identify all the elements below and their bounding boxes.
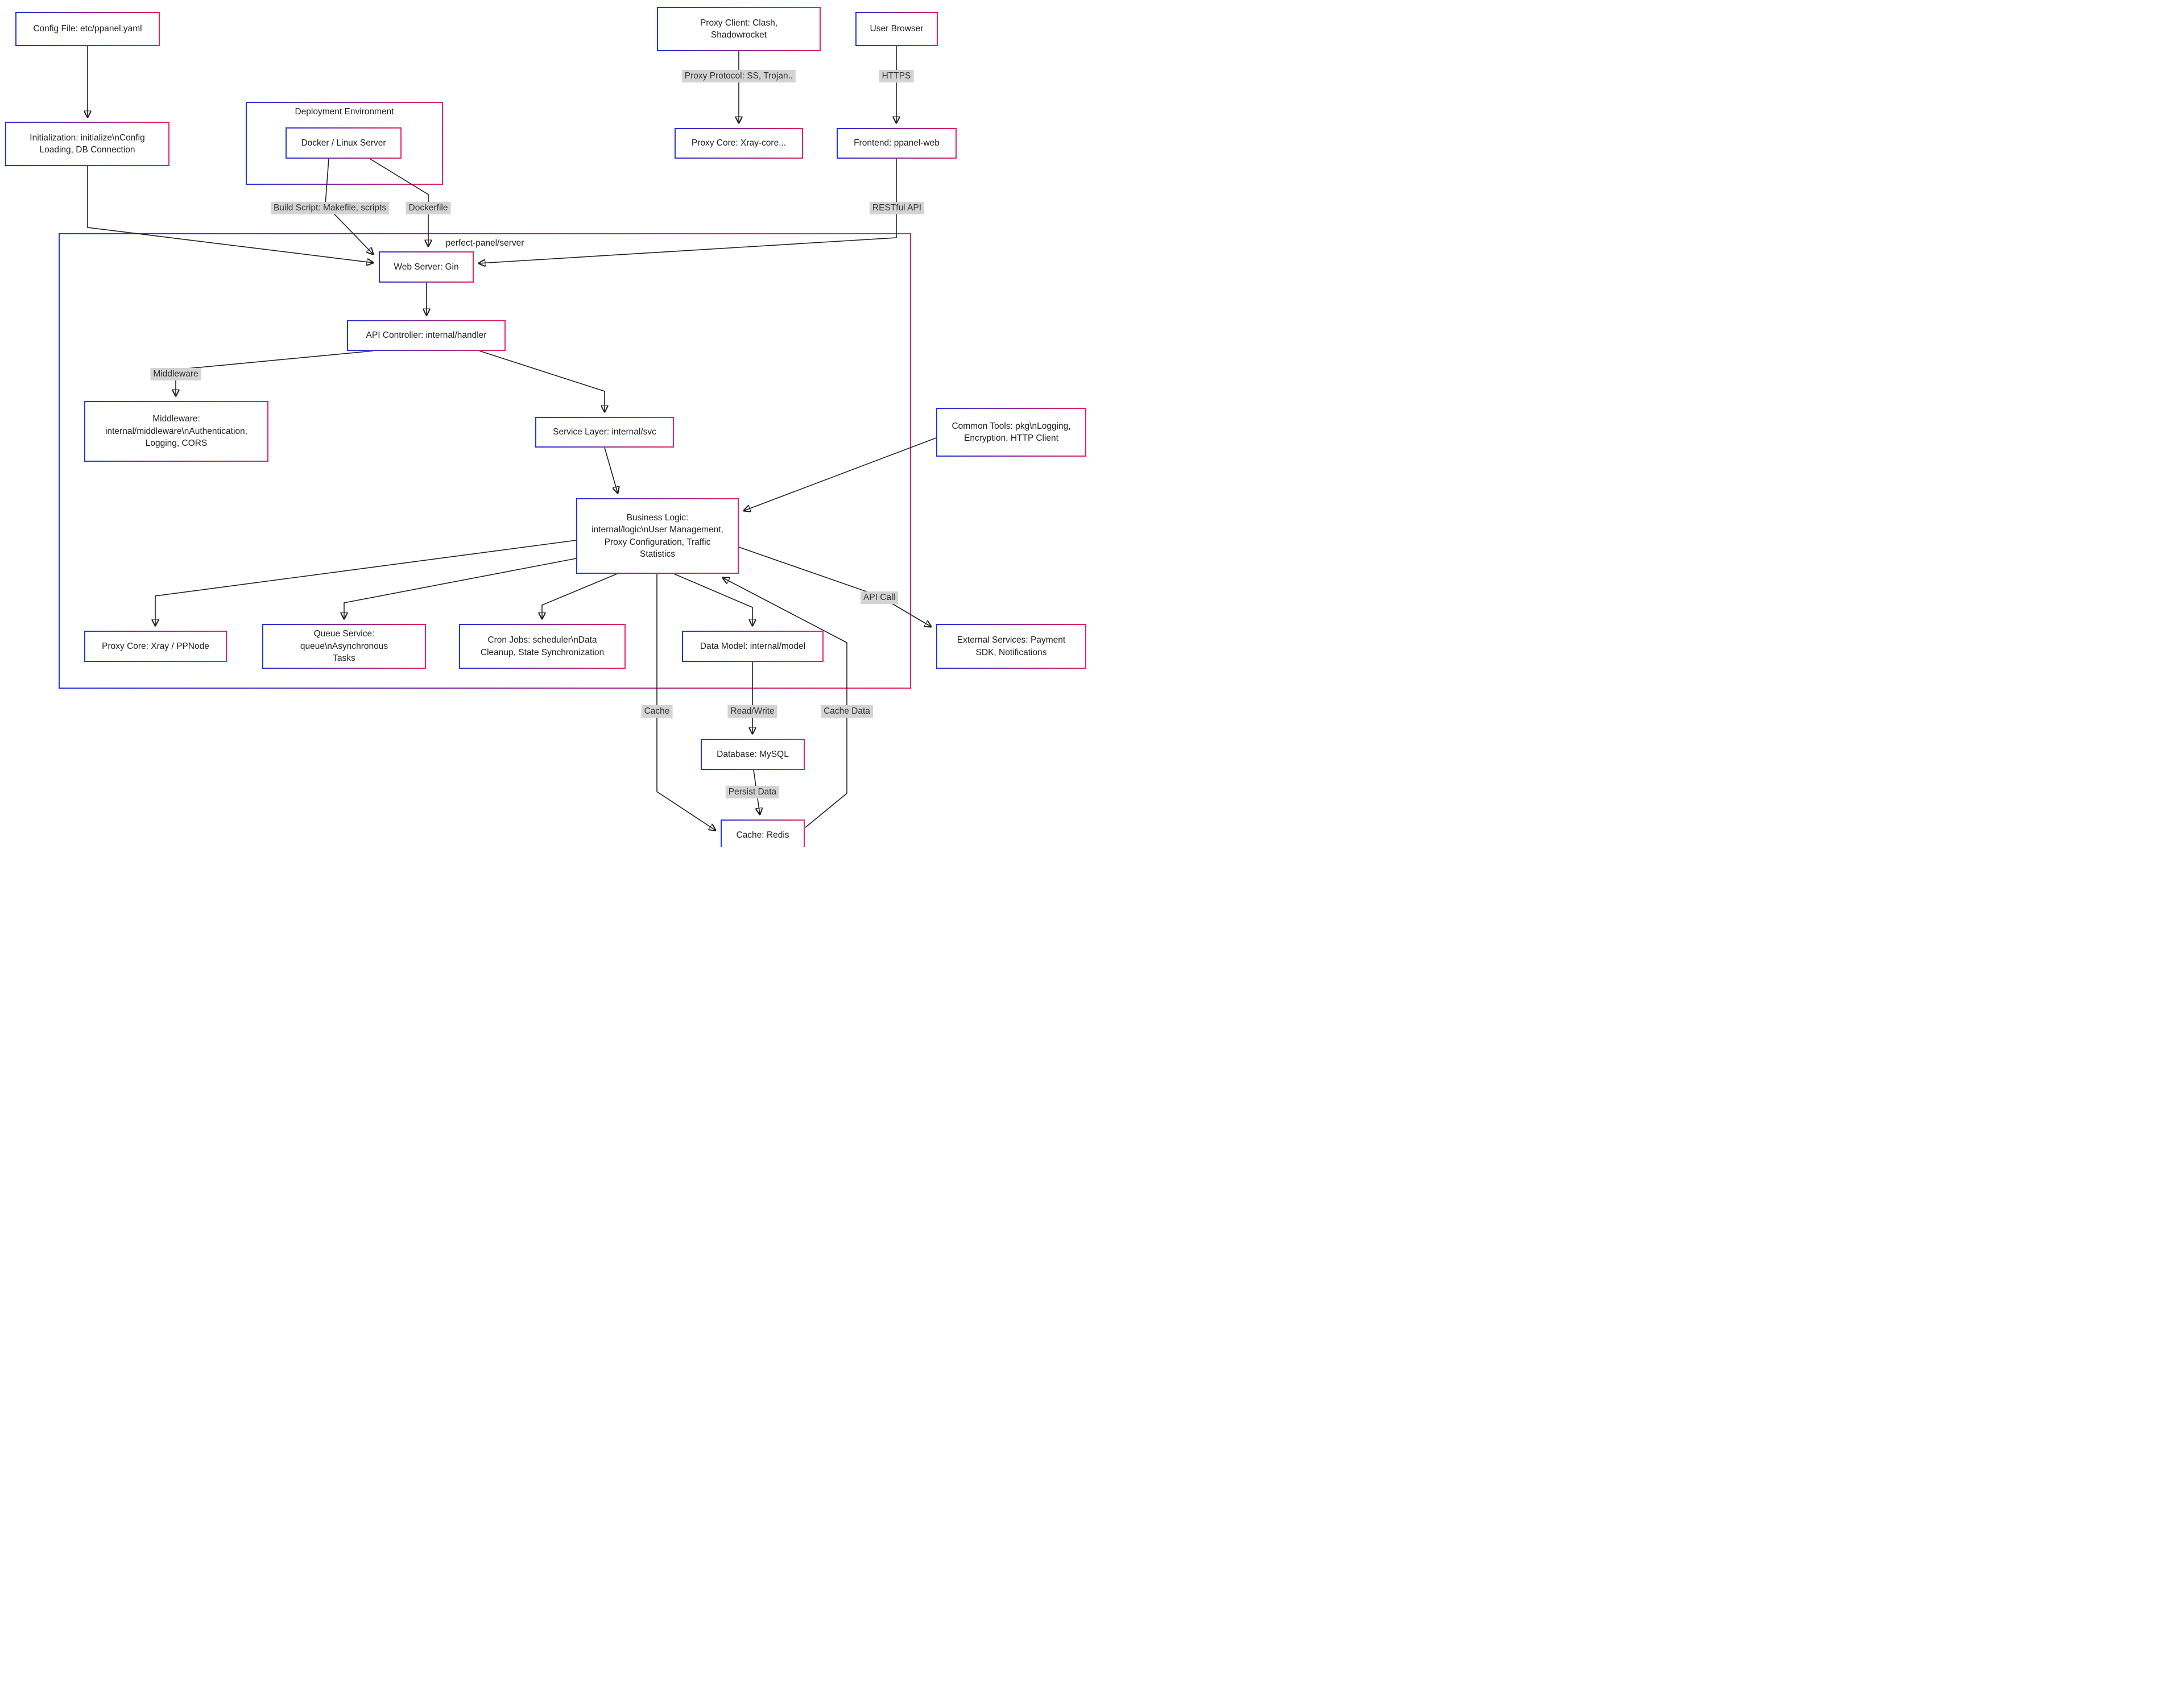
node-middleware-label: Middleware: internal/middleware\nAuthent… (85, 402, 267, 461)
node-cache-label: Cache: Redis (722, 821, 804, 847)
node-initialization: Initialization: initialize\nConfig Loadi… (5, 122, 169, 166)
node-api-controller: API Controller: internal/handler (347, 320, 506, 351)
edge-label-proxy-protocol: Proxy Protocol: SS, Trojan.. (681, 70, 796, 83)
node-proxy-core-node: Proxy Core: Xray / PPNode (84, 631, 227, 662)
node-user-browser-label: User Browser (857, 13, 937, 45)
node-service-layer-label: Service Layer: internal/svc (536, 418, 673, 446)
node-user-browser: User Browser (855, 12, 938, 46)
node-web-server: Web Server: Gin (379, 251, 474, 283)
node-cache: Cache: Redis (721, 819, 805, 847)
node-external-services: External Services: Payment SDK, Notifica… (936, 624, 1086, 669)
edge-label-persist-data: Persist Data (725, 786, 780, 799)
node-proxy-core-node-label: Proxy Core: Xray / PPNode (85, 632, 226, 661)
cluster-deployment-title: Deployment Environment (295, 107, 394, 117)
cluster-server-title: perfect-panel/server (445, 238, 524, 248)
node-frontend-label: Frontend: ppanel-web (838, 129, 956, 158)
edge-label-dockerfile: Dockerfile (406, 202, 451, 215)
node-database: Database: MySQL (701, 739, 805, 770)
edge-label-build-script: Build Script: Makefile, scripts (270, 202, 390, 215)
node-config-file: Config File: etc/ppanel.yaml (15, 12, 160, 46)
node-proxy-client: Proxy Client: Clash, Shadowrocket (657, 7, 821, 51)
node-data-model-label: Data Model: internal/model (683, 632, 822, 661)
edge-label-restful-api: RESTful API (869, 202, 925, 215)
node-service-layer: Service Layer: internal/svc (535, 417, 674, 448)
node-api-controller-label: API Controller: internal/handler (348, 321, 504, 350)
node-business-logic: Business Logic: internal/logic\nUser Man… (576, 498, 739, 574)
node-queue-service: Queue Service: queue\nAsynchronous Tasks (262, 624, 426, 669)
node-common-tools: Common Tools: pkg\nLogging, Encryption, … (936, 408, 1086, 457)
edge-label-read-write: Read/Write (727, 705, 777, 718)
node-external-services-label: External Services: Payment SDK, Notifica… (937, 625, 1085, 668)
edge-label-api-call: API Call (861, 591, 898, 605)
node-config-file-label: Config File: etc/ppanel.yaml (16, 13, 159, 45)
node-business-logic-label: Business Logic: internal/logic\nUser Man… (577, 499, 738, 573)
edge-label-cache-data: Cache Data (821, 705, 873, 718)
node-web-server-label: Web Server: Gin (380, 252, 473, 282)
node-frontend: Frontend: ppanel-web (837, 128, 957, 159)
node-queue-service-label: Queue Service: queue\nAsynchronous Tasks (263, 625, 425, 668)
node-proxy-core-client: Proxy Core: Xray-core... (675, 128, 803, 159)
node-cron-jobs: Cron Jobs: scheduler\nData Cleanup, Stat… (459, 624, 626, 669)
edge-label-cache: Cache (641, 705, 673, 718)
architecture-diagram: Deployment Environment perfect-panel/ser… (0, 0, 1092, 847)
node-middleware: Middleware: internal/middleware\nAuthent… (84, 401, 268, 462)
edge-label-https: HTTPS (879, 70, 914, 83)
node-common-tools-label: Common Tools: pkg\nLogging, Encryption, … (937, 409, 1085, 456)
node-proxy-core-client-label: Proxy Core: Xray-core... (676, 129, 802, 158)
node-cron-jobs-label: Cron Jobs: scheduler\nData Cleanup, Stat… (460, 625, 624, 668)
node-proxy-client-label: Proxy Client: Clash, Shadowrocket (658, 8, 820, 50)
node-initialization-label: Initialization: initialize\nConfig Loadi… (6, 123, 168, 165)
node-data-model: Data Model: internal/model (682, 631, 824, 662)
node-docker-linux-server-label: Docker / Linux Server (287, 129, 400, 158)
edge-label-middleware: Middleware (150, 368, 201, 381)
node-docker-linux-server: Docker / Linux Server (286, 127, 402, 159)
node-database-label: Database: MySQL (702, 740, 804, 769)
